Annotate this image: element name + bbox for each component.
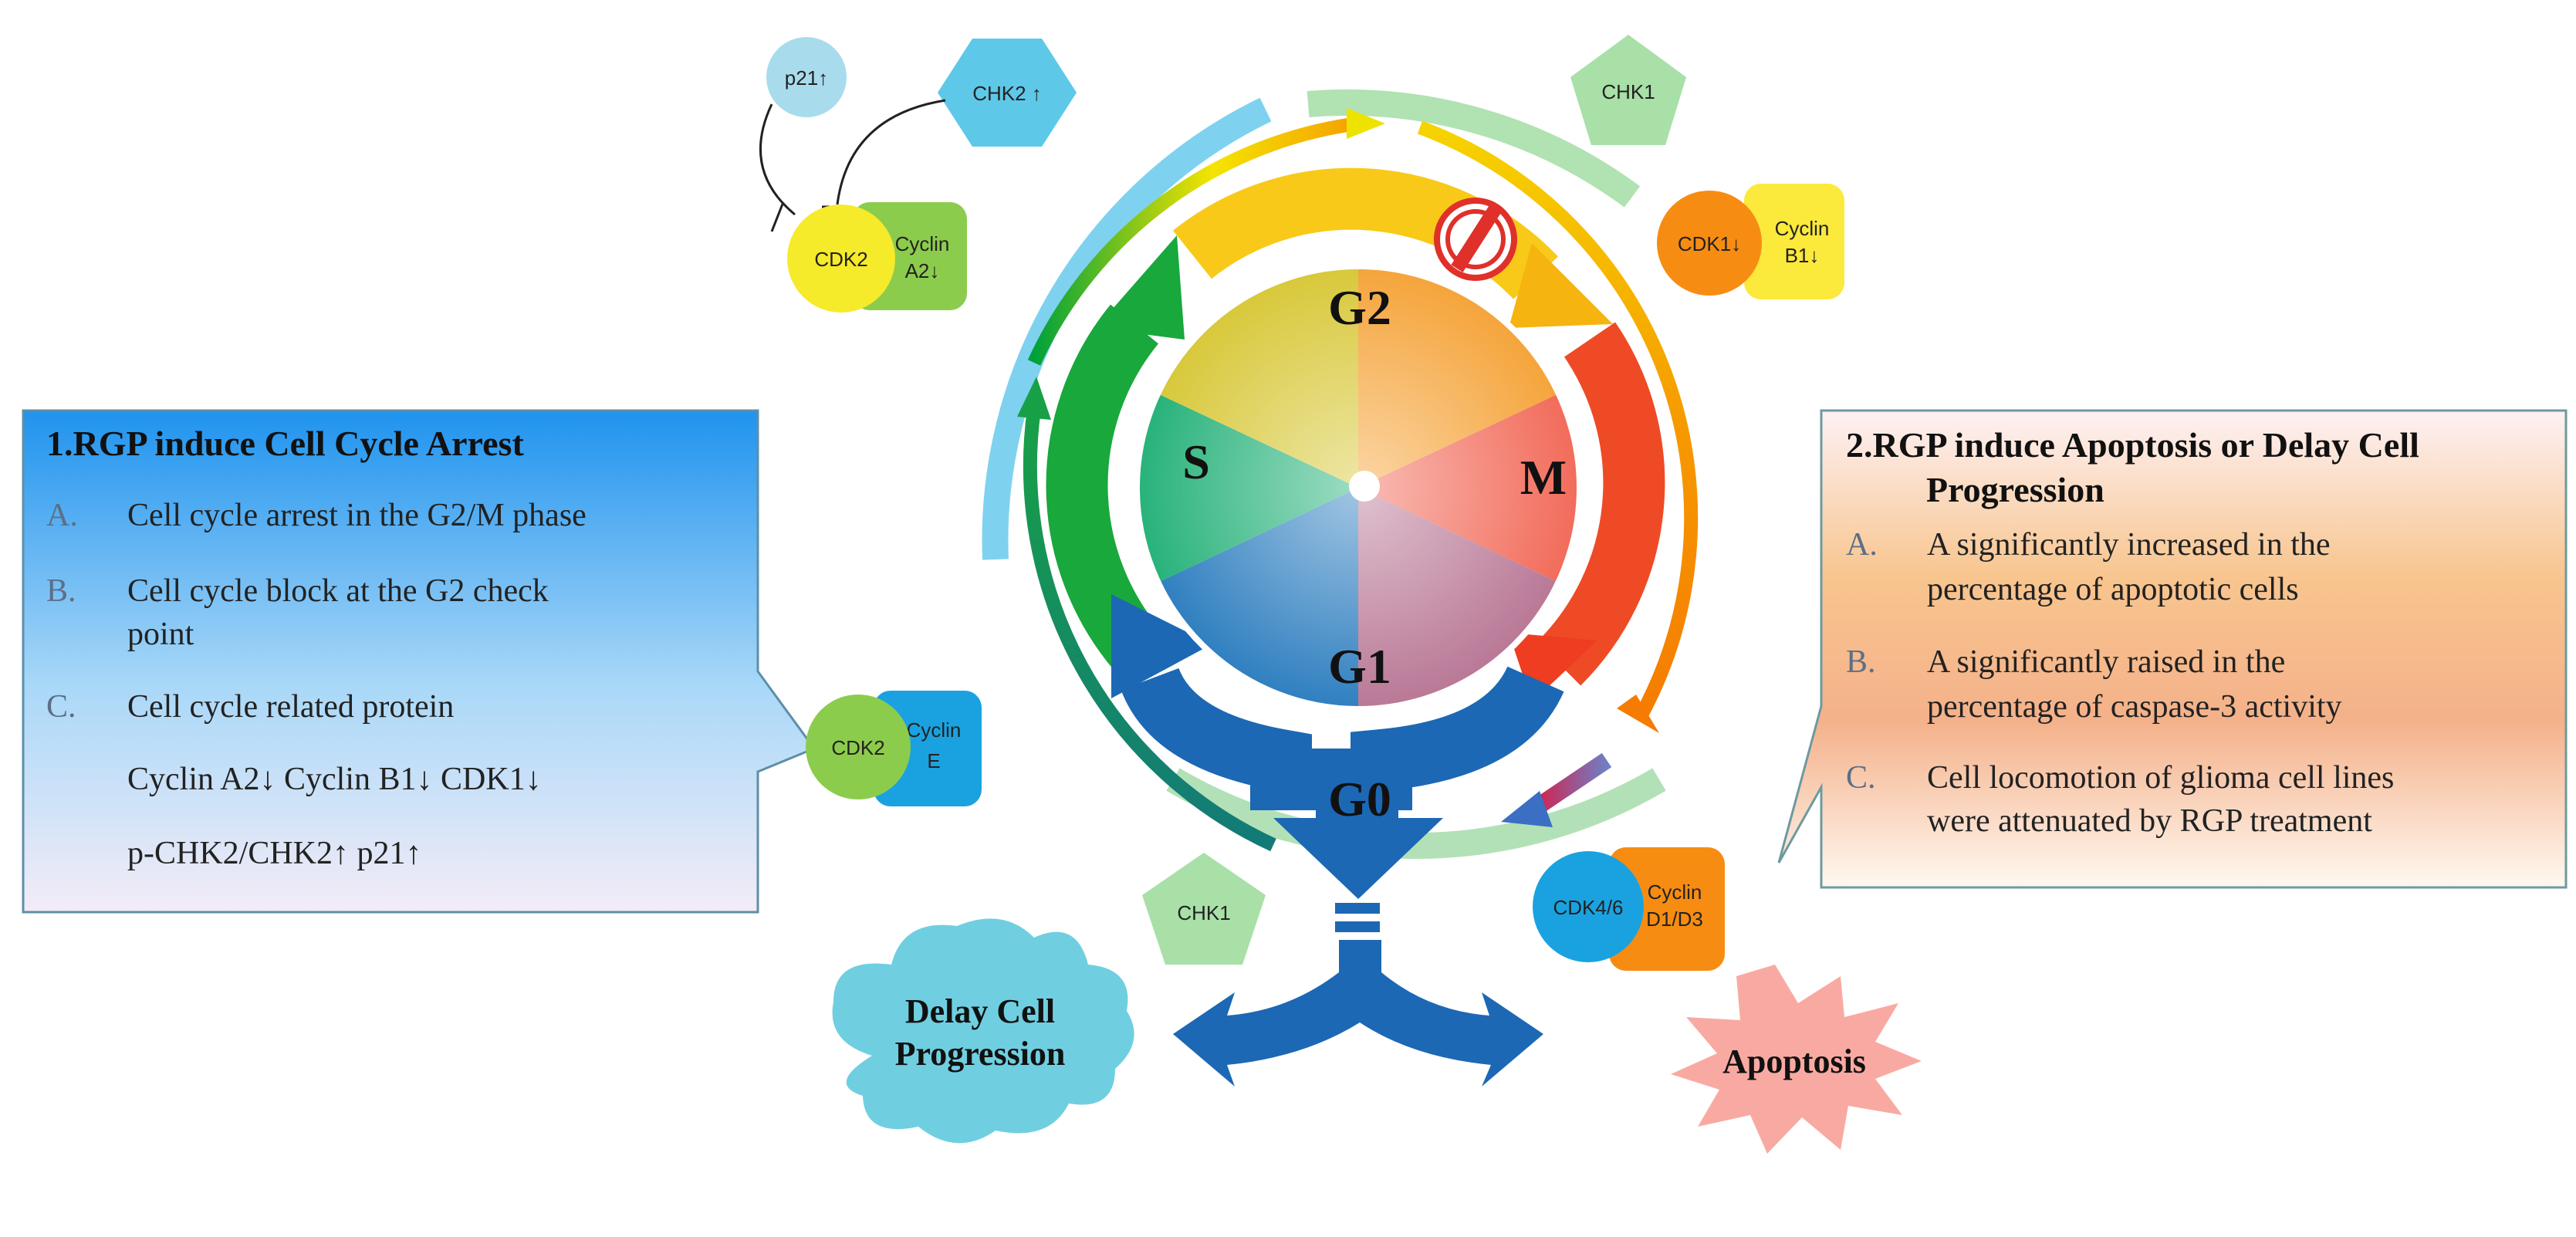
- phase-g0-label: G0: [1328, 772, 1391, 826]
- box2-item-a-letter: A.: [1846, 527, 1878, 563]
- box1-title: 1.RGP induce Cell Cycle Arrest: [46, 424, 524, 463]
- box1-item-c-line1: Cell cycle related protein: [127, 689, 455, 725]
- p21-label: p21↑: [785, 66, 828, 90]
- cyclin-a2-label-1: Cyclin: [895, 232, 950, 255]
- cyclin-b1-label-2: B1↓: [1785, 244, 1820, 267]
- outer-arc-top: [1027, 117, 1360, 366]
- outer-blue-band: [982, 97, 1272, 560]
- box2-item-b-letter: B.: [1846, 644, 1876, 680]
- phase-g2-label: G2: [1328, 280, 1391, 335]
- cyclin-e-label-1: Cyclin: [907, 718, 962, 742]
- box1-item-c-letter: C.: [46, 689, 76, 725]
- cdk46-label: CDK4/6: [1553, 896, 1623, 919]
- chk2-inhibit-line: [836, 99, 946, 205]
- box1-item-c-line3: p-CHK2/CHK2↑ p21↑: [127, 836, 422, 871]
- box2-item-b-line1: A significantly raised in the: [1927, 644, 2286, 680]
- phase-wheel: [1134, 263, 1583, 712]
- m-arc: [1536, 322, 1665, 686]
- cdk46-node: [1533, 851, 1644, 962]
- outer-arc-right-head: [1617, 695, 1659, 733]
- outer-arc-top-head: [1347, 108, 1385, 139]
- box1-item-a-letter: A.: [46, 498, 78, 533]
- box1-item-a-text: Cell cycle arrest in the G2/M phase: [127, 498, 587, 533]
- cdk1-node: [1657, 191, 1762, 296]
- box2-item-c-line2: were attenuated by RGP treatment: [1927, 803, 2372, 839]
- g0-entry-arrow: [1530, 752, 1612, 816]
- p21-inhibit-bar: [770, 201, 785, 232]
- g0-bar-2: [1335, 921, 1380, 932]
- box2-item-b: B. A significantly raised in the percent…: [1846, 640, 2556, 727]
- cdk2-e-node: [806, 695, 911, 799]
- g2-arc-head: [1509, 243, 1613, 328]
- box2-item-c: C. Cell locomotion of glioma cell lines …: [1846, 756, 2556, 843]
- box1-item-b-line1: Cell cycle block at the G2 check: [127, 573, 549, 609]
- s-arc-head: [1096, 235, 1185, 340]
- cyclin-d-label-2: D1/D3: [1646, 907, 1703, 931]
- box2-item-b-line2: percentage of caspase-3 activity: [1927, 689, 2342, 725]
- box1-item-b-line2: point: [127, 617, 194, 652]
- cdk1-label: CDK1↓: [1678, 232, 1741, 255]
- outer-green-band-top: [1307, 90, 1641, 208]
- box2-title-line1: 2.RGP induce Apoptosis or Delay Cell: [1846, 425, 2419, 465]
- box2-title: 2.RGP induce Apoptosis or Delay Cell Pro…: [1846, 423, 2556, 512]
- box1-item-c: C. Cell cycle related protein Cyclin A2↓…: [46, 685, 741, 886]
- p21-node: [766, 37, 847, 117]
- box1-callout: [22, 409, 816, 914]
- chk1-bottom-node: [1142, 853, 1266, 965]
- delay-cloud: [832, 918, 1134, 1144]
- cyclin-e-label-2: E: [927, 749, 940, 772]
- cyclin-b1-node: [1744, 184, 1844, 299]
- box2-item-c-line1: Cell locomotion of glioma cell lines: [1927, 760, 2395, 796]
- outer-green-band-bottom: [1166, 768, 1666, 859]
- chk1-top-node: [1570, 35, 1686, 145]
- apoptosis-burst: [1671, 965, 1922, 1154]
- chk2-node: [938, 39, 1077, 147]
- box2-item-c-letter: C.: [1846, 760, 1876, 796]
- apoptosis-label: Apoptosis: [1722, 1043, 1866, 1080]
- cyclin-d-node: [1609, 847, 1725, 971]
- box1-item-a: A. Cell cycle arrest in the G2/M phase: [46, 494, 741, 537]
- chk1-bottom-label: CHK1: [1177, 901, 1230, 924]
- g0-entry-arrow-head: [1501, 791, 1553, 827]
- delay-label-line1: Delay Cell: [905, 992, 1055, 1030]
- cyclin-d-label-1: Cyclin: [1648, 880, 1702, 904]
- cyclin-b1-label-1: Cyclin: [1775, 217, 1830, 240]
- box2-title-line2: Progression: [1926, 470, 2104, 509]
- box2-item-a-line1: A significantly increased in the: [1927, 527, 2331, 563]
- chk2-label: CHK2 ↑: [972, 82, 1042, 105]
- cdk2-a-label: CDK2: [814, 248, 867, 271]
- phase-s-label: S: [1182, 434, 1210, 489]
- cdk2-e-label: CDK2: [831, 736, 884, 759]
- g0-bar-1: [1335, 903, 1380, 914]
- phase-m-label: M: [1520, 450, 1567, 505]
- g0-down-arrow: [1273, 776, 1443, 899]
- cyclin-a2-label-2: A2↓: [905, 259, 940, 282]
- g1-arc-head: [1111, 594, 1212, 698]
- box1-item-c-line2: Cyclin A2↓ Cyclin B1↓ CDK1↓: [127, 762, 542, 797]
- box1-item-b: B. Cell cycle block at the G2 check poin…: [46, 569, 741, 656]
- split-arrow: [1173, 940, 1543, 1087]
- box2-item-a-line2: percentage of apoptotic cells: [1927, 572, 2299, 607]
- box2-callout: [1777, 409, 2568, 889]
- checkpoint-block-icon: [1434, 198, 1517, 281]
- phase-g1-label: G1: [1328, 639, 1391, 694]
- box1-item-b-letter: B.: [46, 573, 76, 609]
- outer-arc-right: [1417, 120, 1699, 722]
- chk1-top-label: CHK1: [1601, 80, 1655, 103]
- delay-label-line2: Progression: [895, 1035, 1066, 1073]
- outer-arc-left-head: [1017, 377, 1051, 420]
- cdk2-a-node: [787, 204, 895, 313]
- p21-inhibit-line: [759, 103, 796, 216]
- box2-item-a: A. A significantly increased in the perc…: [1846, 523, 2556, 610]
- outer-arc-left: [1023, 407, 1276, 852]
